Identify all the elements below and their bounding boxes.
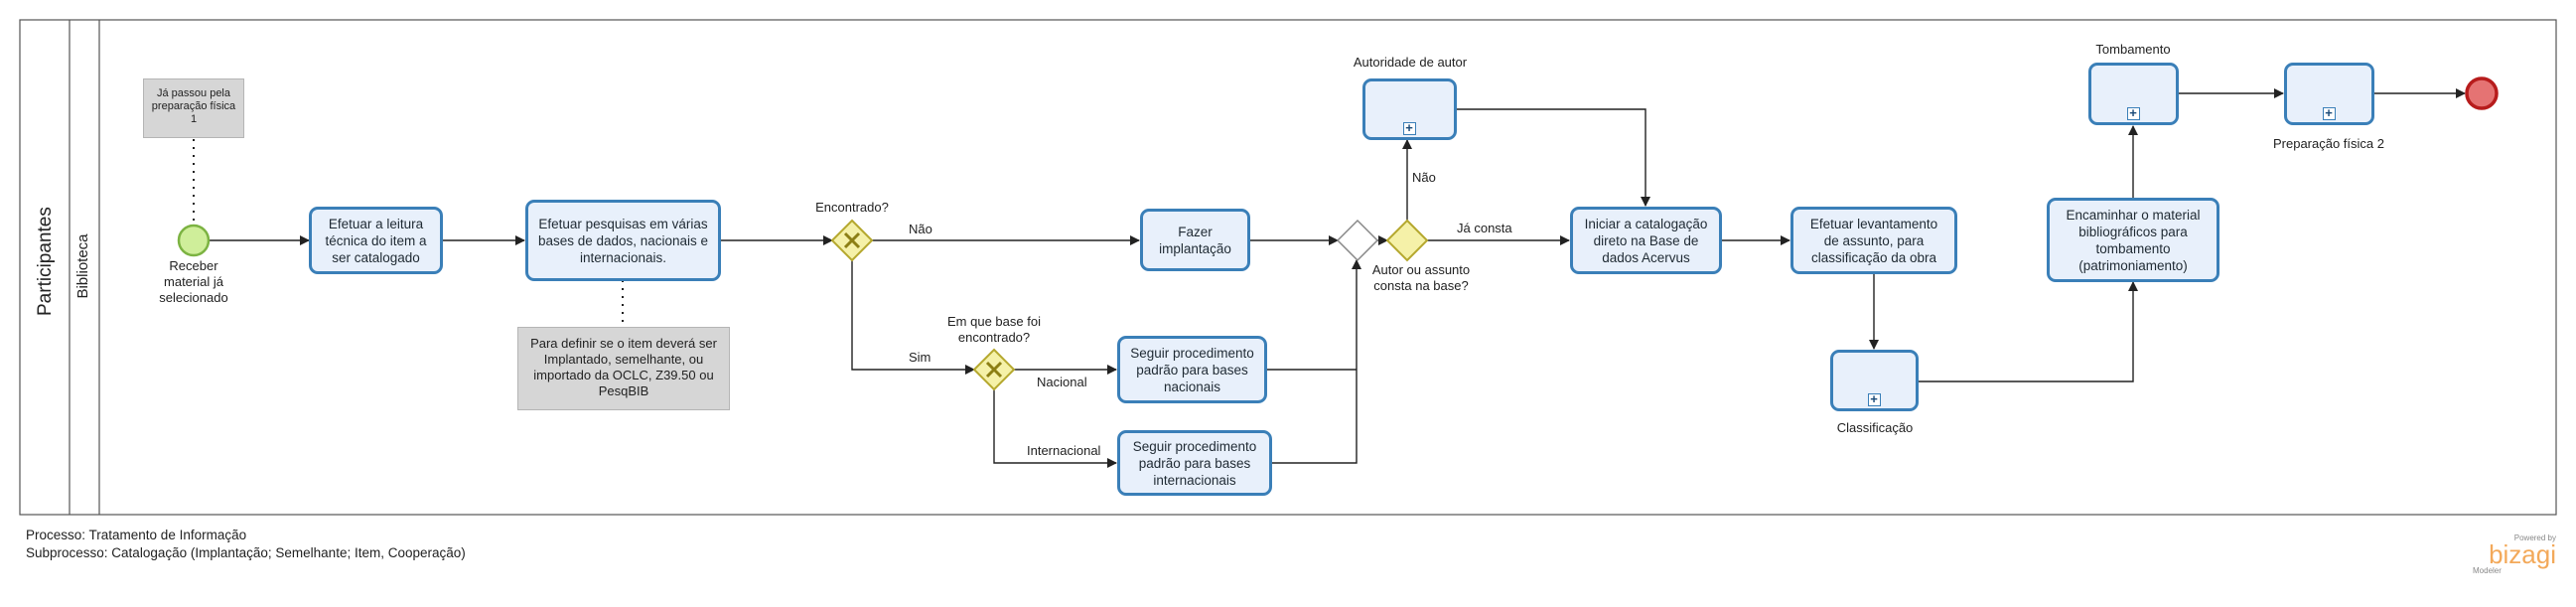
lane-label: Biblioteca bbox=[74, 233, 91, 299]
expand-plus-icon: + bbox=[2126, 106, 2140, 120]
subprocess-tombamento-label: Tombamento bbox=[2095, 42, 2171, 57]
flow-autoridade-iniciar bbox=[1457, 108, 1650, 207]
subprocess-autoridade-autor-label: Autoridade de autor bbox=[1353, 55, 1468, 70]
task-efetuar-pesquisas[interactable]: Efetuar pesquisas em várias bases de dad… bbox=[525, 200, 721, 281]
expand-plus-icon: + bbox=[1867, 392, 1881, 406]
flow-label-internacional: Internacional bbox=[1027, 443, 1101, 458]
gateway-merge bbox=[1336, 219, 1379, 262]
gateway-em-que-base-label: Em que base foi encontrado? bbox=[947, 314, 1041, 345]
gateway-encontrado-label: Encontrado? bbox=[815, 200, 889, 215]
footer-subprocesso: Subprocesso: Catalogação (Implantação; S… bbox=[26, 545, 466, 560]
task-bases-internacionais[interactable]: Seguir procedimento padrão para bases in… bbox=[1117, 430, 1272, 496]
task-encaminhar-tombamento[interactable]: Encaminhar o material bibliográficos par… bbox=[2047, 198, 2219, 282]
task-iniciar-catalogacao[interactable]: Iniciar a catalogação direto na Base de … bbox=[1570, 207, 1722, 274]
brand-name-text: bizagi bbox=[2489, 539, 2556, 569]
expand-plus-icon: + bbox=[1402, 121, 1416, 135]
task-fazer-implantacao[interactable]: Fazer implantação bbox=[1140, 209, 1250, 271]
gateway-autor-assunto bbox=[1385, 219, 1429, 262]
start-event bbox=[177, 224, 211, 257]
flow-label-nao-autor: Não bbox=[1412, 170, 1436, 185]
start-event-label: Receber material já selecionado bbox=[159, 258, 228, 305]
subprocess-preparacao-fisica-2-label: Preparação física 2 bbox=[2272, 136, 2384, 151]
subprocess-classificacao-label: Classificação bbox=[1836, 420, 1914, 435]
pool-frame bbox=[19, 19, 2557, 516]
subprocess-tombamento[interactable]: + bbox=[2088, 63, 2179, 125]
brand-powered-text: Powered by bbox=[2513, 533, 2556, 542]
gateway-em-que-base bbox=[972, 348, 1016, 391]
subprocess-autoridade-autor[interactable]: + bbox=[1362, 78, 1457, 140]
annotation-prep-fisica-1: Já passou pela preparação física 1 bbox=[143, 78, 244, 138]
end-event bbox=[2465, 76, 2499, 110]
pool-label: Participantes bbox=[35, 207, 56, 316]
task-bases-nacionais[interactable]: Seguir procedimento padrão para bases na… bbox=[1117, 336, 1267, 403]
flow-label-sim: Sim bbox=[909, 350, 931, 365]
flow-label-ja-consta: Já consta bbox=[1457, 221, 1512, 235]
task-leitura-tecnica[interactable]: Efetuar a leitura técnica do item a ser … bbox=[309, 207, 443, 274]
subprocess-preparacao-fisica-2[interactable]: + bbox=[2284, 63, 2374, 125]
flow-sim bbox=[851, 260, 975, 375]
flow-label-nacional: Nacional bbox=[1037, 375, 1087, 389]
subprocess-classificacao[interactable]: + bbox=[1830, 350, 1919, 411]
annotation-definir-item: Para definir se o item deverá ser Implan… bbox=[517, 327, 730, 410]
flow-internacional bbox=[993, 389, 1117, 468]
gateway-autor-assunto-label: Autor ou assunto consta na base? bbox=[1371, 262, 1471, 293]
flow-classificacao-encaminhar bbox=[1919, 281, 2138, 382]
expand-plus-icon: + bbox=[2322, 106, 2336, 120]
task-levantamento-assunto[interactable]: Efetuar levantamento de assunto, para cl… bbox=[1790, 207, 1957, 274]
gateway-encontrado bbox=[830, 219, 874, 262]
bizagi-logo: Powered by bizagi Modeler bbox=[2453, 533, 2556, 575]
flow-internacionais-merge bbox=[1272, 259, 1361, 464]
brand-sub-text: Modeler bbox=[2473, 566, 2502, 575]
flow-label-nao: Não bbox=[909, 222, 932, 236]
footer-processo: Processo: Tratamento de Informação bbox=[26, 528, 247, 542]
